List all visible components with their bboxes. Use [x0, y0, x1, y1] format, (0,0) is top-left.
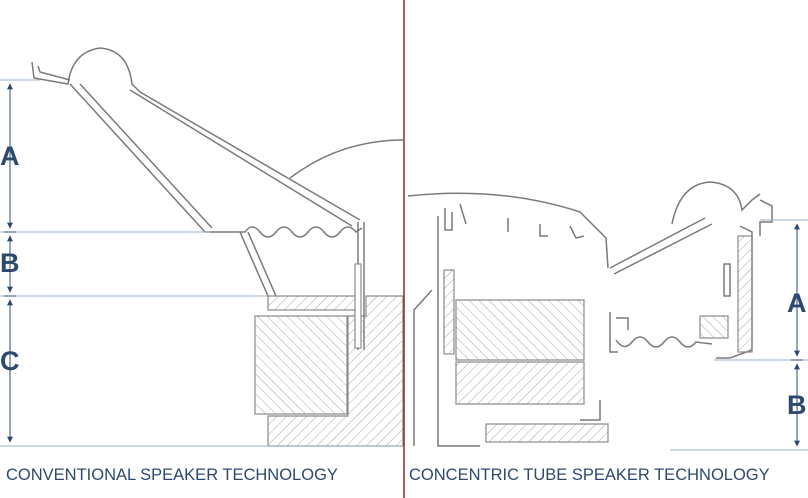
basket-leg — [239, 231, 269, 297]
cone-inner — [139, 91, 361, 221]
cone-outer — [69, 83, 206, 233]
top-surround — [31, 47, 141, 93]
concentric-label-b: B — [787, 390, 807, 420]
conventional-label-c: C — [0, 346, 20, 376]
conventional-dimension-lines — [0, 79, 403, 447]
dust-cap — [289, 139, 404, 179]
conventional-label-a: A — [0, 141, 20, 171]
tube-dome — [407, 192, 609, 269]
tube-cone — [609, 217, 706, 269]
conventional-caption: CONVENTIONAL SPEAKER TECHNOLOGY — [6, 466, 338, 484]
lower-surround — [205, 226, 363, 238]
tube-top-surround — [671, 181, 761, 225]
tube-lower-surround — [615, 336, 713, 348]
conventional-speaker-drawing — [31, 47, 404, 350]
concentric-label-a: A — [787, 288, 807, 318]
conventional-label-b: B — [0, 248, 20, 278]
tube-wall — [437, 216, 480, 447]
conventional-magnet — [254, 263, 404, 447]
concentric-dimension-lines — [670, 219, 808, 451]
concentric-speaker-drawing — [407, 181, 773, 447]
concentric-magnet — [443, 235, 753, 443]
concentric-caption: CONCENTRIC TUBE SPEAKER TECHNOLOGY — [409, 466, 770, 484]
